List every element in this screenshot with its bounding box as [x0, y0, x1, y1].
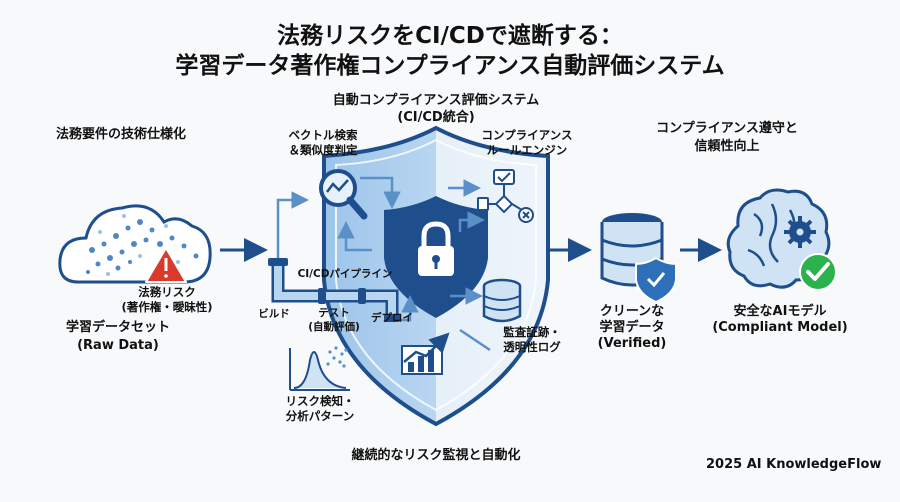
- risk-label-1: 法務リスク: [138, 285, 196, 299]
- rule-engine-label-1: コンプライアンス: [481, 128, 573, 142]
- clean-data-label-2: 学習データ: [599, 320, 665, 335]
- lock-icon: [384, 196, 488, 318]
- build-label: ビルド: [258, 308, 290, 320]
- risk-detect-label-1: リスク検知・: [285, 394, 355, 408]
- rule-engine-label-2: ルールエンジン: [486, 143, 568, 157]
- title-line-1: 法務リスクをCI/CDで遮断する：: [277, 23, 623, 49]
- right-heading-2: 信頼性向上: [694, 139, 760, 154]
- pipeline-icon: [268, 258, 400, 322]
- vector-search-label-1: ベクトル検索: [288, 128, 358, 142]
- cloud-data-icon: [58, 204, 212, 284]
- model-label-1: 安全なAIモデル: [733, 304, 827, 319]
- model-label-2: (Compliant Model): [712, 320, 848, 335]
- distribution-chart-icon: [289, 346, 350, 391]
- audit-log-label-1: 監査証跡・: [503, 325, 561, 339]
- footer-credit: 2025 AI KnowledgeFlow: [706, 457, 882, 472]
- deploy-label: デプロイ: [371, 312, 413, 324]
- bottom-label: 継続的なリスク監視と自動化: [351, 448, 521, 463]
- clean-data-label-3: (Verified): [597, 336, 667, 351]
- clean-data-label-1: クリーンな: [599, 304, 665, 319]
- right-heading-1: コンプライアンス遵守と: [656, 121, 798, 136]
- left-heading: 法務要件の技術仕様化: [56, 127, 187, 142]
- magnifier-chart-icon: [319, 169, 368, 220]
- warning-icon: [145, 247, 187, 283]
- test-label-2: (自動評価): [308, 321, 360, 333]
- audit-log-label-2: 透明性ログ: [503, 340, 561, 354]
- database-icon: [482, 278, 522, 323]
- pipeline-label: CI/CDパイプライン: [297, 268, 393, 280]
- database-verified-icon: [600, 213, 677, 304]
- title-line-2: 学習データ著作権コンプライアンス自動評価システム: [175, 53, 725, 79]
- system-label-2: (CI/CD統合): [397, 110, 475, 125]
- flowchart-icon: [477, 169, 534, 223]
- vector-search-label-2: ＆類似度判定: [288, 143, 358, 157]
- system-label-1: 自動コンプライアンス評価システム: [332, 93, 540, 108]
- risk-detect-label-2: 分析パターン: [285, 409, 355, 423]
- risk-label-2: (著作権・曖昧性): [121, 300, 213, 314]
- dataset-label-2: (Raw Data): [77, 338, 159, 353]
- bar-chart-icon: [401, 332, 450, 375]
- test-label-1: テスト: [318, 307, 350, 319]
- check-icon: [799, 253, 837, 291]
- dataset-label-1: 学習データセット: [65, 320, 170, 335]
